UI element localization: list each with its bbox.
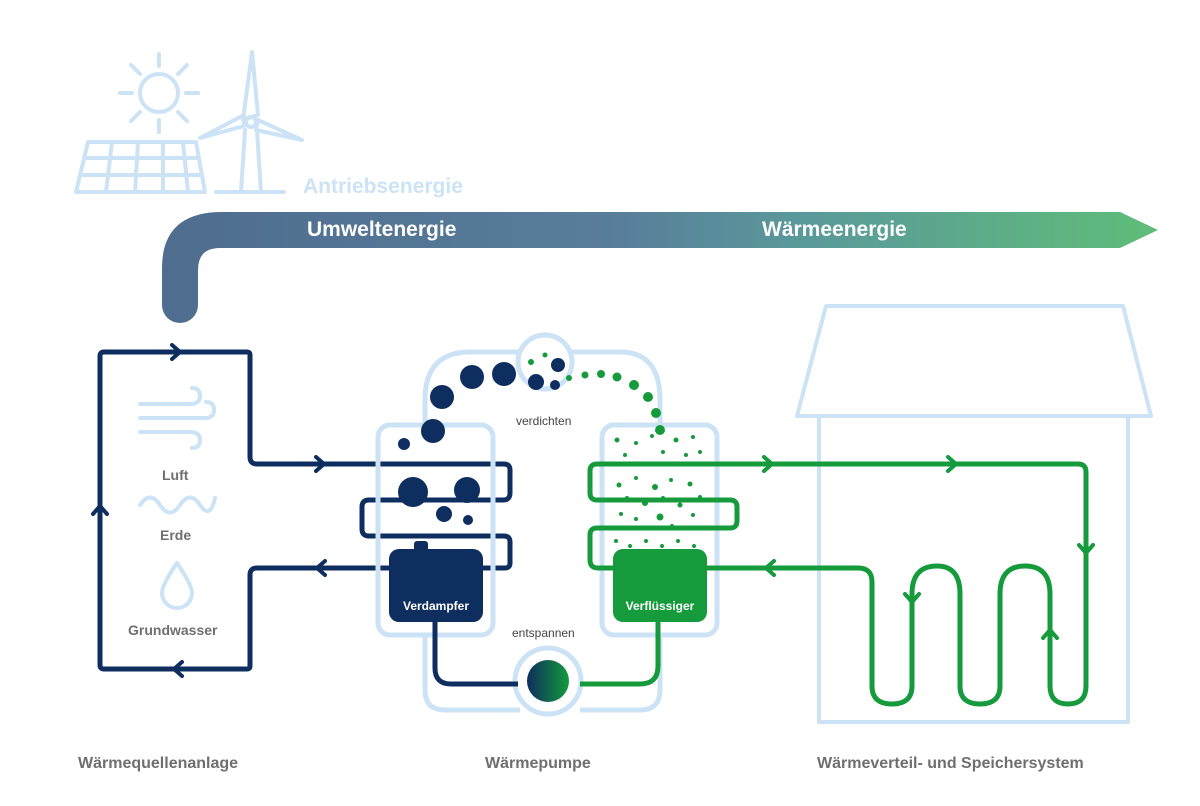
erde-label: Erde: [160, 527, 191, 543]
wind-turbine-icon: [198, 50, 304, 194]
entspannen-label: entspannen: [512, 626, 575, 640]
section-title-source: Wärmequellenanlage: [78, 755, 238, 772]
section-title-pump: Wärmepumpe: [485, 755, 591, 772]
grundwasser-label: Grundwasser: [128, 622, 218, 638]
source-loop: [97, 349, 513, 672]
verfluessiger-outlet-pipe: [580, 620, 661, 687]
vapor-bubbles-green: [528, 352, 702, 548]
house-outline: [795, 304, 1153, 724]
umweltenergie-label: Umweltenergie: [307, 218, 456, 241]
heating-loop: [587, 461, 1089, 707]
heating-loop-arrows: [762, 455, 1095, 640]
verfluessiger-label: Verflüssiger: [626, 599, 695, 613]
source-loop-arrows: [91, 343, 327, 678]
verdampfer-cap: [414, 541, 428, 551]
antriebsenergie-label: Antriebsenergie: [303, 175, 463, 198]
sun-icon: [118, 52, 200, 134]
verdampfer-box: [389, 549, 483, 622]
verfluessiger-box: [613, 549, 707, 622]
expansion-valve: [527, 660, 569, 702]
section-title-distribution: Wärmeverteil- und Speichersystem: [817, 755, 1084, 772]
waermeenergie-label: Wärmeenergie: [762, 218, 907, 241]
verdampfer-label: Verdampfer: [403, 599, 469, 613]
vapor-bubbles-blue: [398, 358, 565, 525]
verdichten-label: verdichten: [516, 414, 571, 428]
solar-panel-icon: [74, 140, 207, 194]
wind-icon: [138, 386, 217, 450]
wave-icon: [138, 495, 217, 515]
luft-label: Luft: [162, 467, 189, 483]
verdampfer-outlet-pipe: [432, 620, 518, 687]
energy-flow-arrow: [162, 212, 1158, 323]
water-drop-icon: [160, 561, 194, 610]
